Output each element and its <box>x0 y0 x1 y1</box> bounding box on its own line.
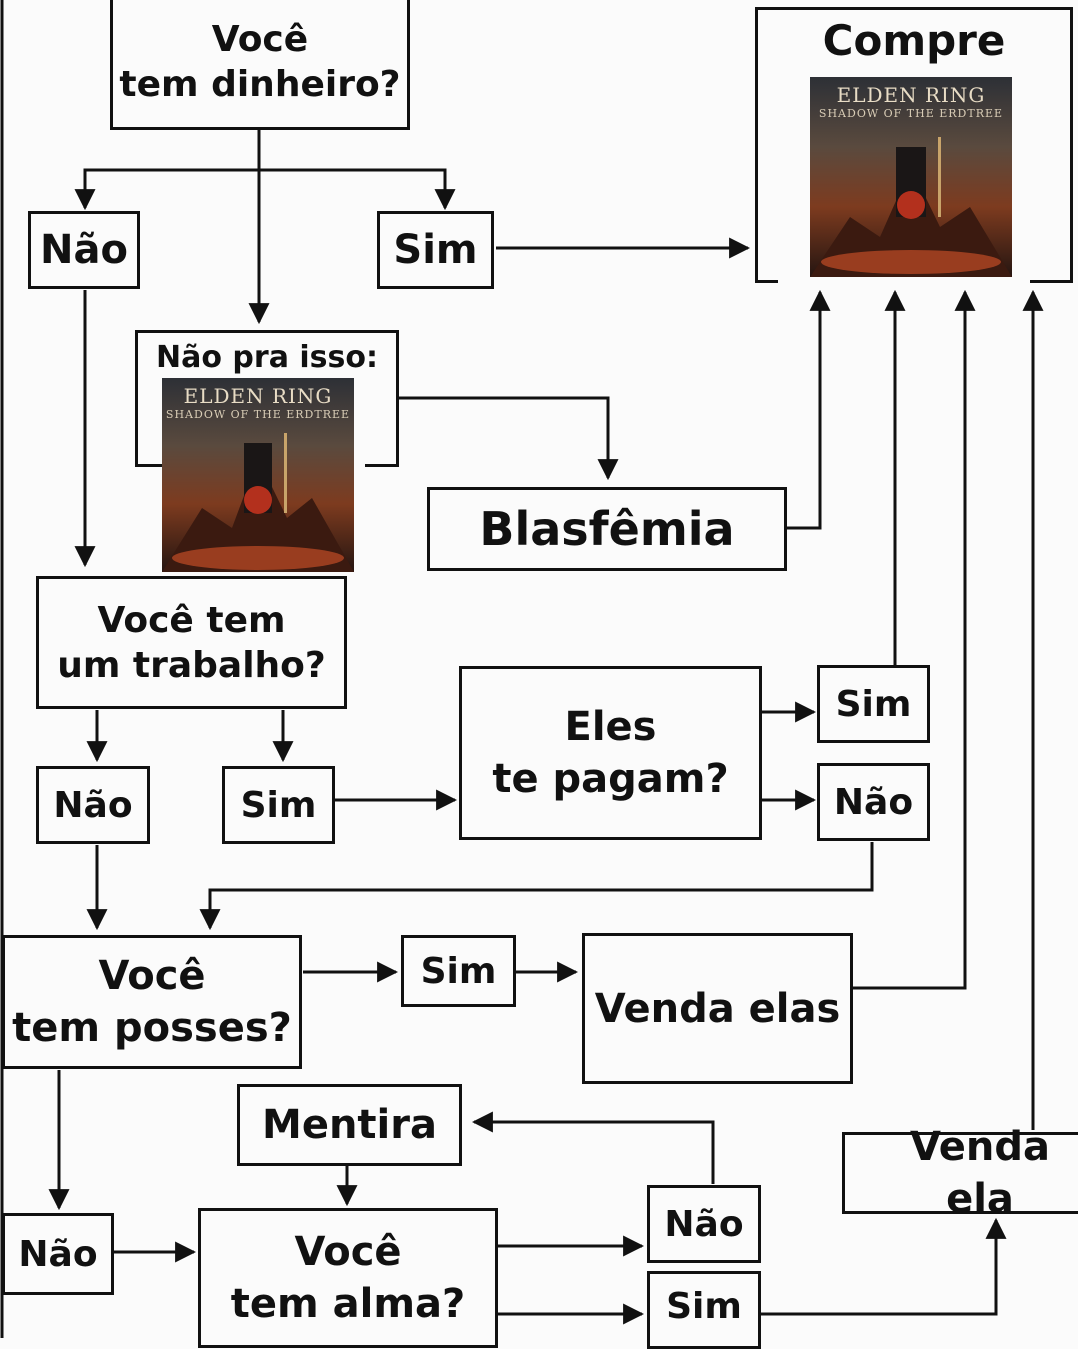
arrow-to-nao-1 <box>74 168 259 211</box>
node-sim-5: Sim <box>647 1271 761 1349</box>
bracket-bottom <box>135 464 399 467</box>
arrow-venda-elas-to-compre <box>853 289 976 990</box>
node-sim-4: Sim <box>401 935 516 1007</box>
nao-pra-isso-label: Não pra isso: <box>156 340 378 375</box>
arrow-nao-3-to-posses <box>199 842 874 931</box>
node-tem-dinheiro: Você tem dinheiro? <box>110 0 410 130</box>
node-nao-1: Não <box>28 211 140 289</box>
node-venda-ela: Venda ela <box>842 1124 1078 1222</box>
node-tem-posses: Você tem posses? <box>2 935 302 1069</box>
node-blasfemia: Blasfêmia <box>427 487 787 571</box>
cover-subtitle: SHADOW OF THE ERDTREE <box>818 107 1004 120</box>
arrow-to-blasfemia <box>398 396 619 481</box>
elden-ring-cover-image: ELDEN RING SHADOW OF THE ERDTREE <box>810 77 1012 277</box>
node-compre <box>755 7 1073 286</box>
arrow-sim-5-to-venda-ela <box>761 1217 1007 1316</box>
node-tem-trabalho: Você tem um trabalho? <box>36 576 347 709</box>
node-nao-4: Não <box>2 1213 114 1295</box>
arrow-to-sim-1 <box>259 168 456 211</box>
node-nao-2: Não <box>36 766 150 844</box>
node-nao-5: Não <box>647 1185 761 1263</box>
cover-art <box>810 137 1012 277</box>
elden-ring-cover-image-2: ELDEN RING SHADOW OF THE ERDTREE <box>162 378 354 572</box>
node-nao-3: Não <box>817 763 930 841</box>
arrow-nao-5-to-mentira <box>471 1111 715 1184</box>
node-sim-2: Sim <box>222 766 335 844</box>
cover-subtitle-2: SHADOW OF THE ERDTREE <box>165 408 351 421</box>
cover-title-2: ELDEN RING <box>183 384 333 408</box>
cover-title: ELDEN RING <box>836 83 986 107</box>
compre-label: Compre <box>822 16 1006 65</box>
node-mentira: Mentira <box>237 1084 462 1166</box>
arrow-blasfemia-to-compre <box>786 289 831 530</box>
node-te-pagam: Eles te pagam? <box>459 666 762 840</box>
node-sim-1: Sim <box>377 211 494 289</box>
node-nao-pra-isso <box>135 330 399 466</box>
node-sim-3: Sim <box>817 665 930 743</box>
cover-art-2 <box>162 433 354 572</box>
node-tem-alma: Você tem alma? <box>198 1208 498 1348</box>
node-venda-elas: Venda elas <box>582 933 853 1084</box>
